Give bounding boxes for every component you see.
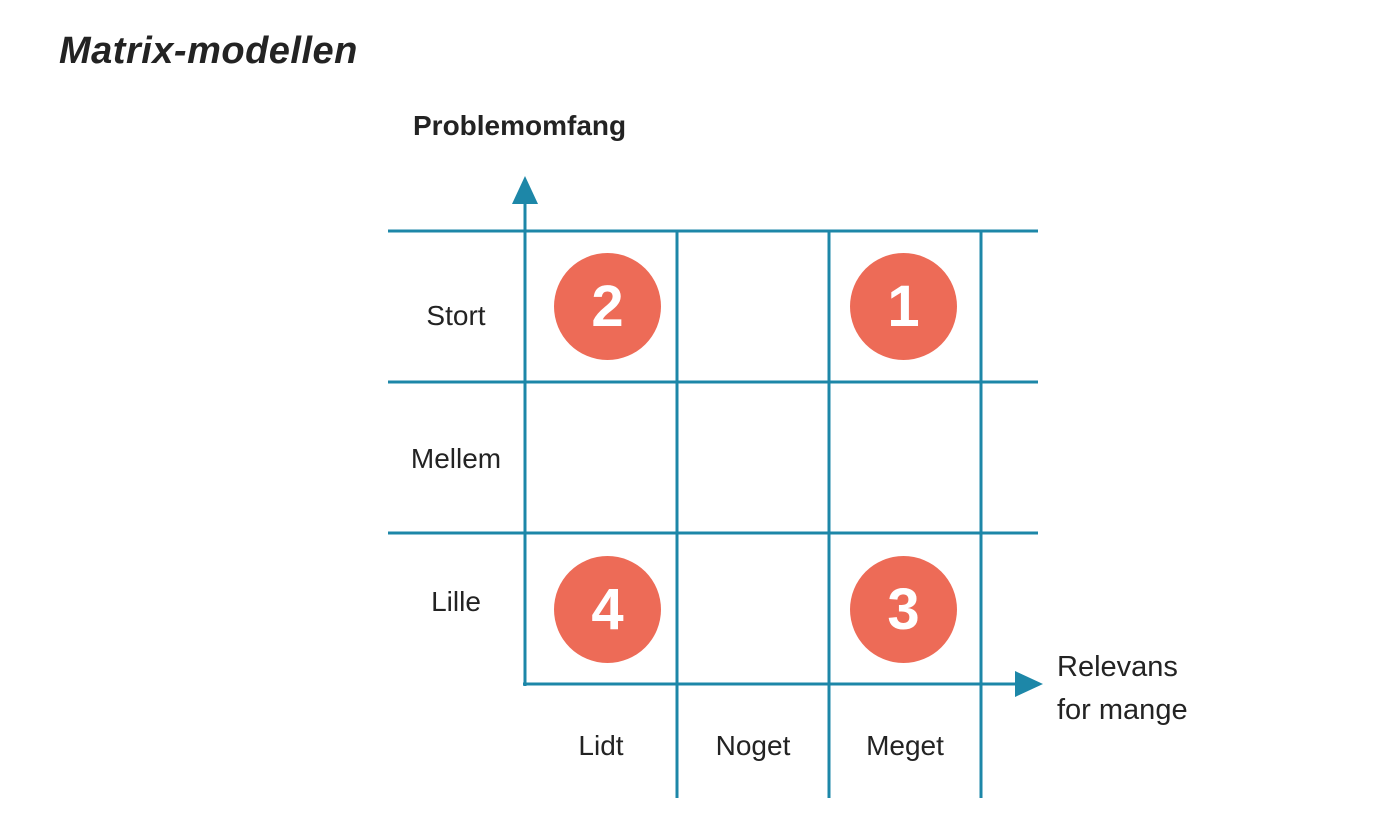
up-arrow-icon	[512, 176, 538, 204]
y-axis-arrow	[512, 176, 538, 686]
horizontal-grid-lines	[388, 229, 1038, 535]
marker-1: 1	[850, 253, 957, 360]
x-axis-arrow	[523, 671, 1043, 697]
vertical-grid-lines	[675, 231, 983, 798]
right-arrow-icon	[1015, 671, 1043, 697]
marker-4: 4	[554, 556, 661, 663]
row-label-stort: Stort	[426, 300, 486, 331]
y-axis-label: Problemomfang	[413, 110, 627, 141]
row-label-mellem: Mellem	[410, 443, 502, 474]
marker-2: 2	[554, 253, 661, 360]
x-axis-label-line2: for mange	[1057, 694, 1188, 726]
diagram-title: Matrix-modellen	[59, 30, 358, 72]
marker-3: 3	[850, 556, 957, 663]
col-label-meget: Meget	[866, 730, 944, 761]
col-label-lidt: Lidt	[578, 730, 624, 761]
x-axis-label: Relevans for mange	[1057, 646, 1188, 732]
row-label-lille: Lille	[431, 586, 481, 617]
col-label-noget: Noget	[715, 730, 791, 761]
x-axis-label-line1: Relevans	[1057, 651, 1178, 683]
